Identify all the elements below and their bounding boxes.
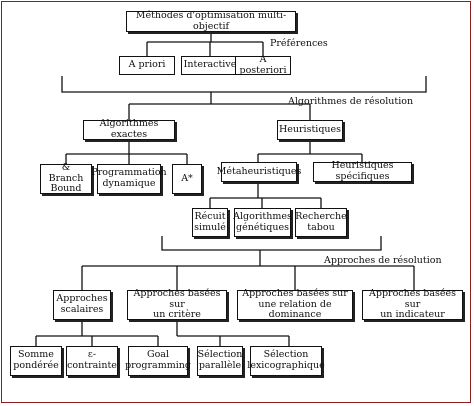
node-selection-lexicographique: Sélection lexicographique xyxy=(247,346,325,376)
node-approches-critere: Approches basées sur un critère xyxy=(127,288,227,320)
node-root: Méthodes d'optimisation multi-objectif xyxy=(126,10,296,32)
bracket-approches xyxy=(161,236,382,251)
node-a-priori: A priori xyxy=(119,56,175,75)
node-somme-ponderee: Somme pondérée xyxy=(10,346,62,376)
node-approches-scalaires: Approches scalaires xyxy=(53,290,111,320)
node-programmation-dynamique: Programmation dynamique xyxy=(91,164,167,194)
node-metaheuristiques: Métaheuristiques xyxy=(217,162,301,182)
label-preferences: Préférences xyxy=(270,38,328,49)
node-approches-dominance: Approches basées sur une relation de dom… xyxy=(237,288,353,320)
node-e-contrainte: ε-contrainte xyxy=(66,346,118,376)
node-algorithmes-genetiques: Algorithmes génétiques xyxy=(233,208,292,237)
node-recuit-simule: Récuit simulé xyxy=(192,208,228,237)
node-heuristiques: Heuristiques xyxy=(277,120,343,140)
node-a-star: A* xyxy=(172,164,202,194)
node-selection-parallele: Sélection parallèle xyxy=(197,346,243,376)
node-goal-programming: Goal programming xyxy=(125,346,191,376)
node-branch-bound: & Branch Bound xyxy=(40,162,92,194)
node-interactive: Interactive xyxy=(181,56,239,75)
label-approches-resolution: Approches de résolution xyxy=(324,255,442,266)
bracket-algorithmes xyxy=(61,76,427,93)
label-algorithmes-resolution: Algorithmes de résolution xyxy=(288,96,414,107)
node-algorithmes-exacts: Algorithmes exactes xyxy=(83,118,175,140)
node-recherche-tabou: Recherche tabou xyxy=(295,208,347,237)
node-heuristiques-specifiques: Heuristiques spécifiques xyxy=(313,160,412,182)
node-a-posteriori: A posteriori xyxy=(235,54,291,75)
node-approches-indicateur: Approches basées sur un indicateur xyxy=(362,288,463,320)
